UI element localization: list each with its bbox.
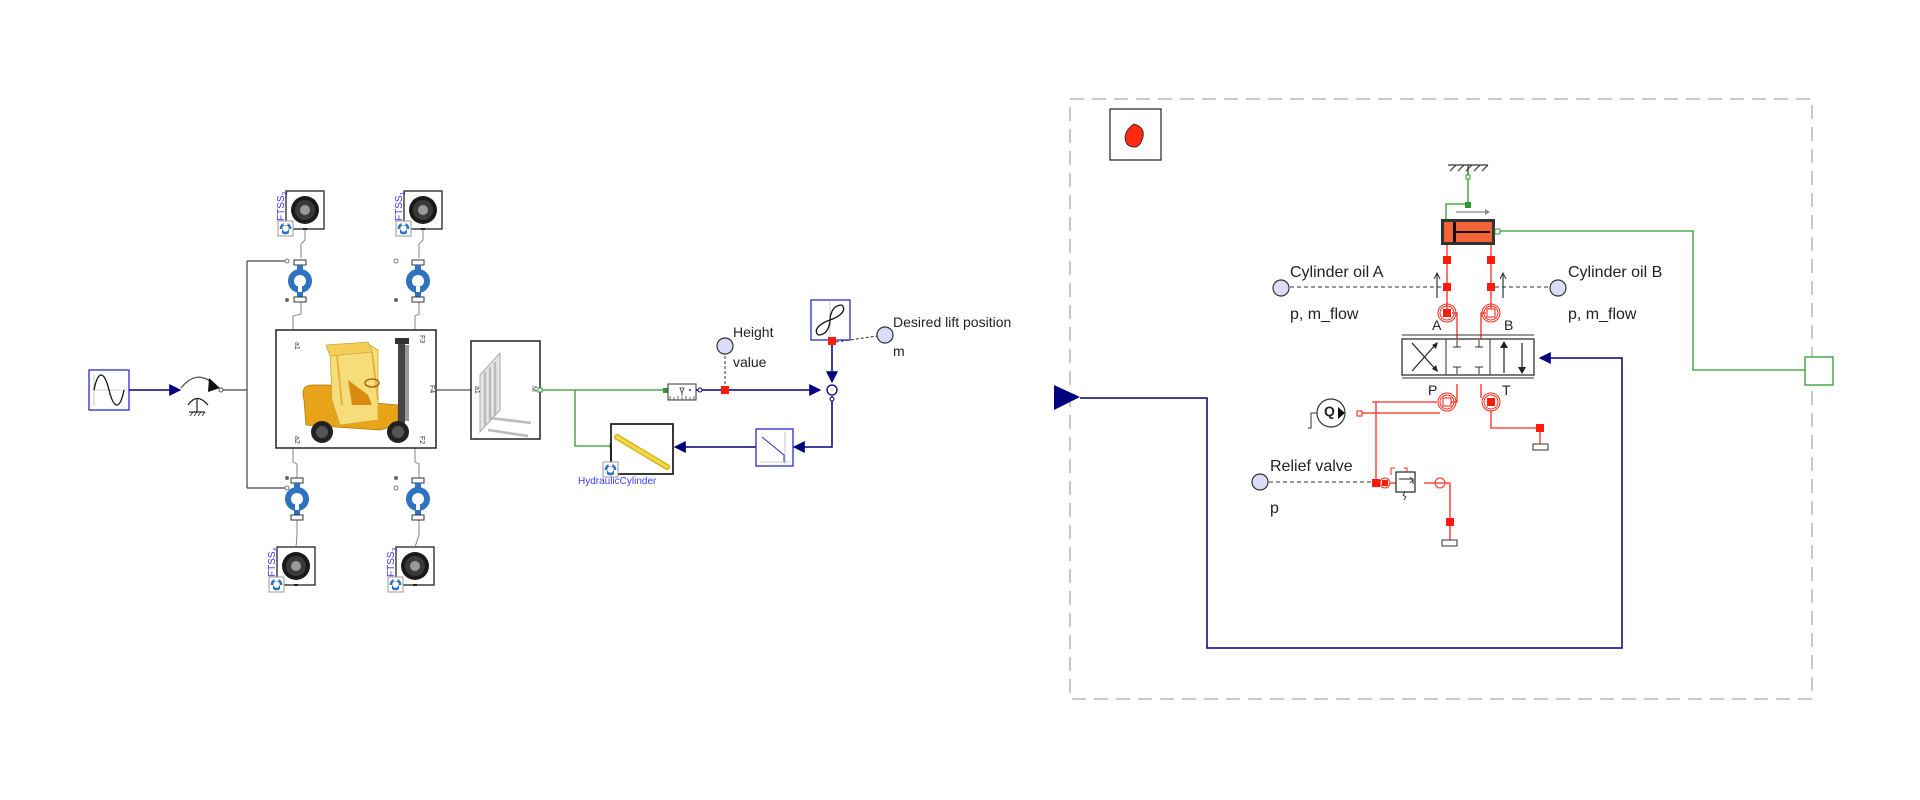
svg-text:P: P <box>1428 382 1437 398</box>
cylinder-mount-lines <box>1445 177 1805 371</box>
svg-text:FTSS1: FTSS1 <box>394 191 407 221</box>
joint-2[interactable] <box>409 260 427 302</box>
svg-text:Cylinder oil B: Cylinder oil B <box>1568 264 1662 281</box>
cylinder-oil-b-probe[interactable]: Cylinder oil B p, m_flow <box>1495 264 1662 323</box>
trapezoid-wave-icon <box>815 304 845 336</box>
svg-text:M: M <box>530 386 537 392</box>
torque-bus-lines <box>223 260 286 489</box>
fixed-ground <box>1448 164 1489 175</box>
svg-text:FTSS3: FTSS3 <box>386 547 399 577</box>
oil-port-p[interactable] <box>1437 392 1457 412</box>
hydraulic-lines <box>1372 245 1541 540</box>
forklift-body-block[interactable]: a1 F3 F4 a2 F2 <box>275 329 437 449</box>
relief-valve[interactable] <box>1379 467 1446 501</box>
cylinder-flange-output[interactable] <box>1804 356 1834 386</box>
svg-text:Desired lift position: Desired lift position <box>893 314 1011 330</box>
svg-text:p: p <box>1270 500 1279 517</box>
svg-text:Q: Q <box>1324 403 1335 419</box>
limiter-block[interactable] <box>755 428 794 467</box>
mechanical-lines <box>540 389 663 447</box>
desired-lift-probe[interactable]: Desired lift position m <box>835 314 1011 359</box>
hydraulic-icon <box>601 460 620 479</box>
oil-port-b[interactable] <box>1481 303 1501 323</box>
fork-block[interactable]: a1 M <box>470 340 541 440</box>
feedback-sum[interactable] <box>826 384 838 396</box>
ftss-icon <box>394 219 413 238</box>
tire-links <box>292 229 424 548</box>
sine-source-block[interactable] <box>88 369 130 411</box>
pump-source[interactable]: Q <box>1308 398 1440 429</box>
tire-ftss2[interactable]: FTSS2 <box>276 190 325 238</box>
valve-control-signal-line <box>1080 352 1623 649</box>
ftss-icon <box>267 575 286 594</box>
svg-text:F2: F2 <box>418 436 425 444</box>
height-probe[interactable]: Height value <box>716 324 774 394</box>
svg-text:A: A <box>1432 317 1442 333</box>
signal-lines <box>673 340 838 453</box>
oil-port-a[interactable] <box>1437 303 1457 323</box>
oil-port-t[interactable] <box>1481 392 1501 412</box>
ftss-icon <box>276 219 295 238</box>
valve-control-input[interactable] <box>1054 385 1080 410</box>
hydraulic-cylinder-block[interactable]: HydraulicCylinder <box>578 423 674 487</box>
forklift-image <box>302 338 409 443</box>
svg-text:a2: a2 <box>293 436 300 444</box>
svg-text:Height: Height <box>733 324 774 340</box>
svg-text:B: B <box>1504 317 1513 333</box>
svg-text:p, m_flow: p, m_flow <box>1290 306 1359 323</box>
joint-1[interactable] <box>291 260 309 302</box>
svg-text:Cylinder oil A: Cylinder oil A <box>1290 264 1384 281</box>
svg-text:F4: F4 <box>428 385 435 393</box>
cylinder-oil-a-probe[interactable]: Cylinder oil A p, m_flow <box>1272 264 1443 323</box>
right-hydraulic-subsystem: A B P T <box>1054 98 1834 700</box>
tire-ftss3[interactable]: FTSS3 <box>386 546 435 594</box>
hydraulic-cylinder-label: HydraulicCylinder <box>578 476 657 487</box>
svg-text:FTSS2: FTSS2 <box>276 191 289 221</box>
joint-4[interactable] <box>409 478 427 520</box>
tire-ftss4[interactable]: FTSS4 <box>267 546 316 594</box>
svg-text:a1: a1 <box>293 342 300 350</box>
tire-ftss1[interactable]: FTSS1 <box>394 190 443 238</box>
svg-text:F3: F3 <box>418 335 425 343</box>
directional-valve[interactable] <box>1401 334 1535 379</box>
tire-label: FTSS <box>276 195 287 221</box>
left-forklift-model: FTSS2 FTSS1 FTSS4 FTSS3 <box>88 190 1011 594</box>
ftss-icon <box>386 575 405 594</box>
position-sensor-block[interactable] <box>667 383 697 401</box>
svg-text:FTSS4: FTSS4 <box>267 547 280 577</box>
svg-text:a1: a1 <box>473 386 480 394</box>
svg-text:Relief valve: Relief valve <box>1270 458 1353 475</box>
hydraulic-cylinder[interactable] <box>1441 209 1501 245</box>
svg-text:T: T <box>1502 382 1511 398</box>
torque-source-block[interactable] <box>180 376 224 417</box>
oil-drop-icon <box>1124 123 1144 148</box>
tank-relief <box>1441 539 1458 547</box>
svg-text:value: value <box>733 354 767 370</box>
oil-medium-block[interactable] <box>1109 108 1162 161</box>
svg-text:p, m_flow: p, m_flow <box>1568 306 1637 323</box>
svg-text:m: m <box>893 343 905 359</box>
tank-t <box>1532 443 1549 451</box>
fork-image <box>479 351 532 438</box>
joint-3[interactable] <box>288 478 306 520</box>
desired-lift-source-block[interactable] <box>810 299 851 345</box>
relief-valve-probe[interactable]: Relief valve p <box>1251 458 1372 517</box>
sine-wave-icon <box>93 374 125 406</box>
